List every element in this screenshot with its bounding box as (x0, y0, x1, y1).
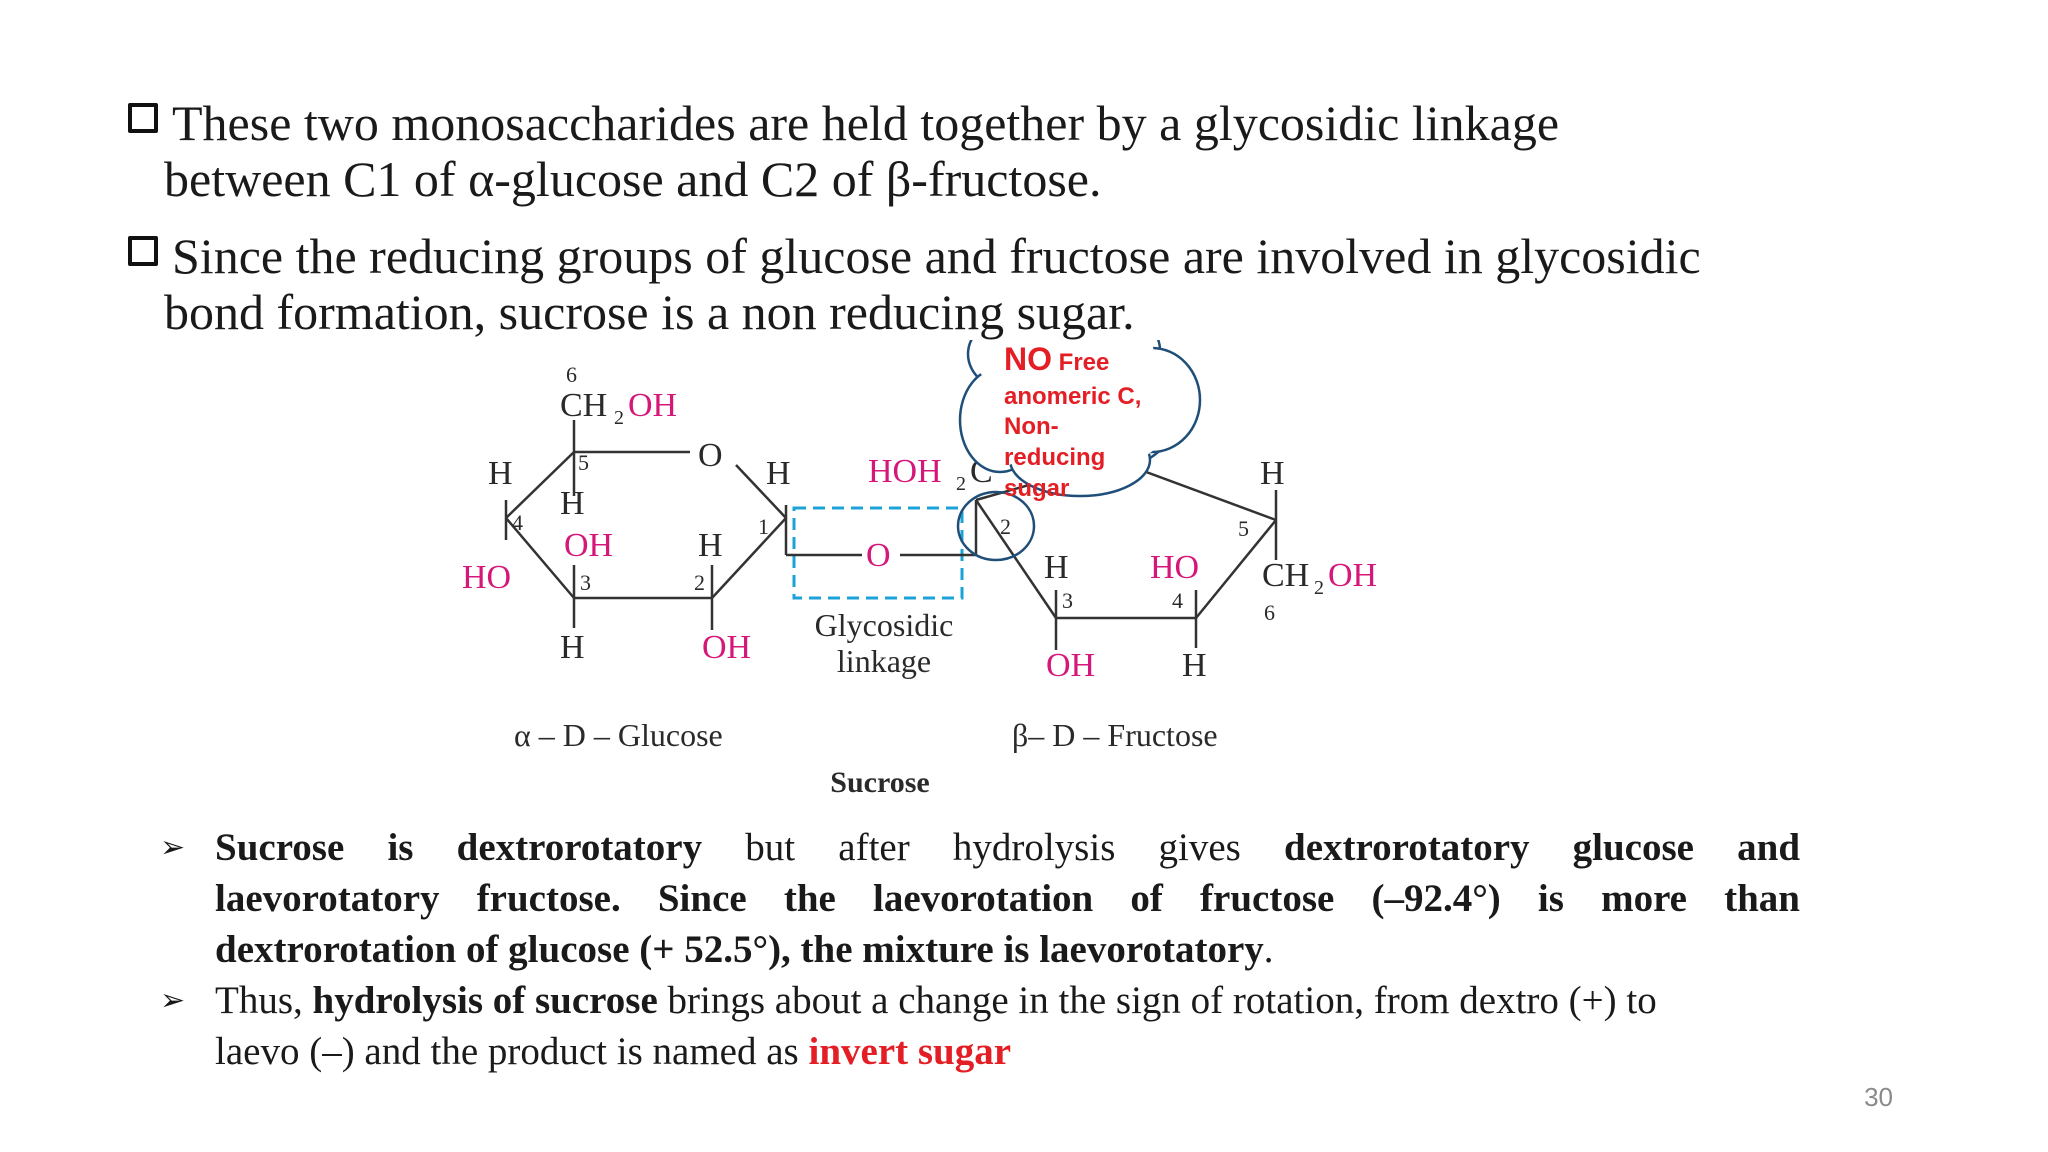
fructose-c5-number: 5 (1238, 516, 1249, 541)
glucose-c1-number: 1 (758, 514, 769, 539)
page-number: 30 (1864, 1082, 1893, 1112)
fructose-ho-c4: HO (1150, 549, 1199, 586)
invert-sugar-term: invert sugar (808, 1030, 1012, 1073)
word: Since (657, 877, 747, 920)
word: laevorotation (872, 877, 1094, 920)
glycosidic-linkage-box (792, 506, 964, 600)
glucose-h-c5-left: H (488, 455, 513, 492)
word: dextrorotatory (1284, 826, 1530, 869)
point2-line2: laevo (–) and the product is named as in… (215, 1026, 1800, 1077)
word: more (1601, 877, 1687, 920)
glucose-oh-c4: OH (564, 527, 613, 564)
bullet-text-line-2: bond formation, sucrose is a non reducin… (164, 284, 1135, 340)
glucose-ch2-text: CH (560, 387, 607, 424)
point1-line3-end: . (1263, 928, 1274, 971)
glucose-ring (504, 420, 788, 630)
arrow-bullet-icon: ➢ (160, 983, 186, 1018)
glucose-ho-c4: HO (462, 559, 511, 596)
sucrose-structure-diagram: 6 CH 2 OH O H 5 H 4 OH H HO 3 2 1 H H OH… (462, 340, 1377, 799)
point1-line2: laevorotatory fructose. Since the laevor… (215, 873, 1800, 924)
glucose-h-c3: H (560, 629, 585, 666)
word: (–92.4°) (1371, 877, 1501, 920)
word: the (783, 877, 836, 920)
word: than (1724, 877, 1800, 920)
glucose-label: α – D – Glucose (514, 717, 723, 753)
fructose-ch2oh-oh: OH (1328, 557, 1377, 594)
fructose-ch2oh-sub: 2 (1314, 577, 1324, 599)
word: fructose. (476, 877, 621, 920)
callout-free: Free (1052, 349, 1109, 376)
word: glucose (1572, 826, 1694, 869)
glucose-c3-number: 3 (580, 570, 591, 595)
callout-line3: Non- (1004, 413, 1059, 440)
glucose-h-c5: H (560, 485, 585, 522)
fructose-ch2oh-ch: CH (1262, 557, 1309, 594)
fructose-h-c3: H (1044, 549, 1069, 586)
point2-rest: brings about a change in the sign of rot… (657, 979, 1657, 1022)
checkbox-bullet-icon (128, 103, 158, 133)
word: is (1537, 877, 1564, 920)
word: dextrorotatory (456, 826, 703, 869)
glucose-c4-number: 4 (512, 510, 523, 535)
point1-line1: Sucrose is dextrorotatory but after hydr… (215, 822, 1800, 873)
glycosidic-label-2: linkage (837, 643, 931, 679)
fructose-h-c5: H (1260, 455, 1285, 492)
word: and (1737, 826, 1801, 869)
fructose-c2-number: 2 (1000, 514, 1011, 539)
point1-line3: dextrorotation of glucose (+ 52.5°), the… (215, 924, 1800, 975)
word: fructose (1200, 877, 1335, 920)
callout-line4: reducing (1004, 444, 1105, 471)
point2-lead: Thus, (215, 979, 313, 1022)
checkbox-bullet-icon (128, 236, 158, 266)
word: hydrolysis (952, 826, 1116, 869)
callout-line2: anomeric C, (1004, 383, 1141, 410)
sucrose-title: Sucrose (830, 766, 929, 799)
glucose-oh-c2: OH (702, 629, 751, 666)
glucose-h-c1: H (766, 455, 791, 492)
callout-no: NO (1004, 341, 1052, 377)
point2-line2-text: laevo (–) and the product is named as (215, 1030, 809, 1073)
fructose-hoh2c-text: HOH (868, 453, 942, 490)
fructose-c3-number: 3 (1062, 588, 1073, 613)
word: after (838, 826, 910, 869)
bullet-text-line-1: Since the reducing groups of glucose and… (172, 228, 1701, 284)
bullet-text-line-2: between C1 of α-glucose and C2 of β-fruc… (164, 151, 1102, 207)
word: of (1130, 877, 1163, 920)
word: gives (1158, 826, 1241, 869)
word: Sucrose (215, 826, 345, 869)
glycosidic-label-1: Glycosidic (815, 607, 954, 643)
svg-text:NO Free: NO Free (1004, 341, 1109, 377)
fructose-label: β– D – Fructose (1012, 717, 1218, 753)
point2-line1: Thus, hydrolysis of sucrose brings about… (215, 975, 1800, 1026)
fructose-oh-c3: OH (1046, 647, 1095, 684)
word: but (745, 826, 796, 869)
bridge-oxygen: O (866, 537, 891, 574)
glucose-c6-number: 6 (566, 362, 577, 387)
glucose-c6-oh: OH (628, 387, 677, 424)
point1-line3-bold: dextrorotation of glucose (+ 52.5°), the… (215, 928, 1264, 971)
point2-bold: hydrolysis of sucrose (312, 979, 658, 1022)
callout-line5: sugar (1004, 475, 1069, 502)
bullet-text-line-1: These two monosaccharides are held toget… (172, 95, 1560, 151)
glucose-sub2: 2 (614, 407, 624, 429)
fructose-sub2: 2 (956, 473, 966, 495)
word: is (387, 826, 414, 869)
fructose-c4-number: 4 (1172, 588, 1183, 613)
glucose-c5-number: 5 (578, 450, 589, 475)
glucose-c2-number: 2 (694, 570, 705, 595)
glucose-ring-oxygen: O (698, 437, 723, 474)
glucose-h-c2: H (698, 527, 723, 564)
word: laevorotatory (215, 877, 440, 920)
anomeric-carbon-circle (956, 490, 1036, 562)
fructose-h-c4: H (1182, 647, 1207, 684)
arrow-bullet-icon: ➢ (160, 830, 186, 865)
fructose-c6-number: 6 (1264, 600, 1275, 625)
